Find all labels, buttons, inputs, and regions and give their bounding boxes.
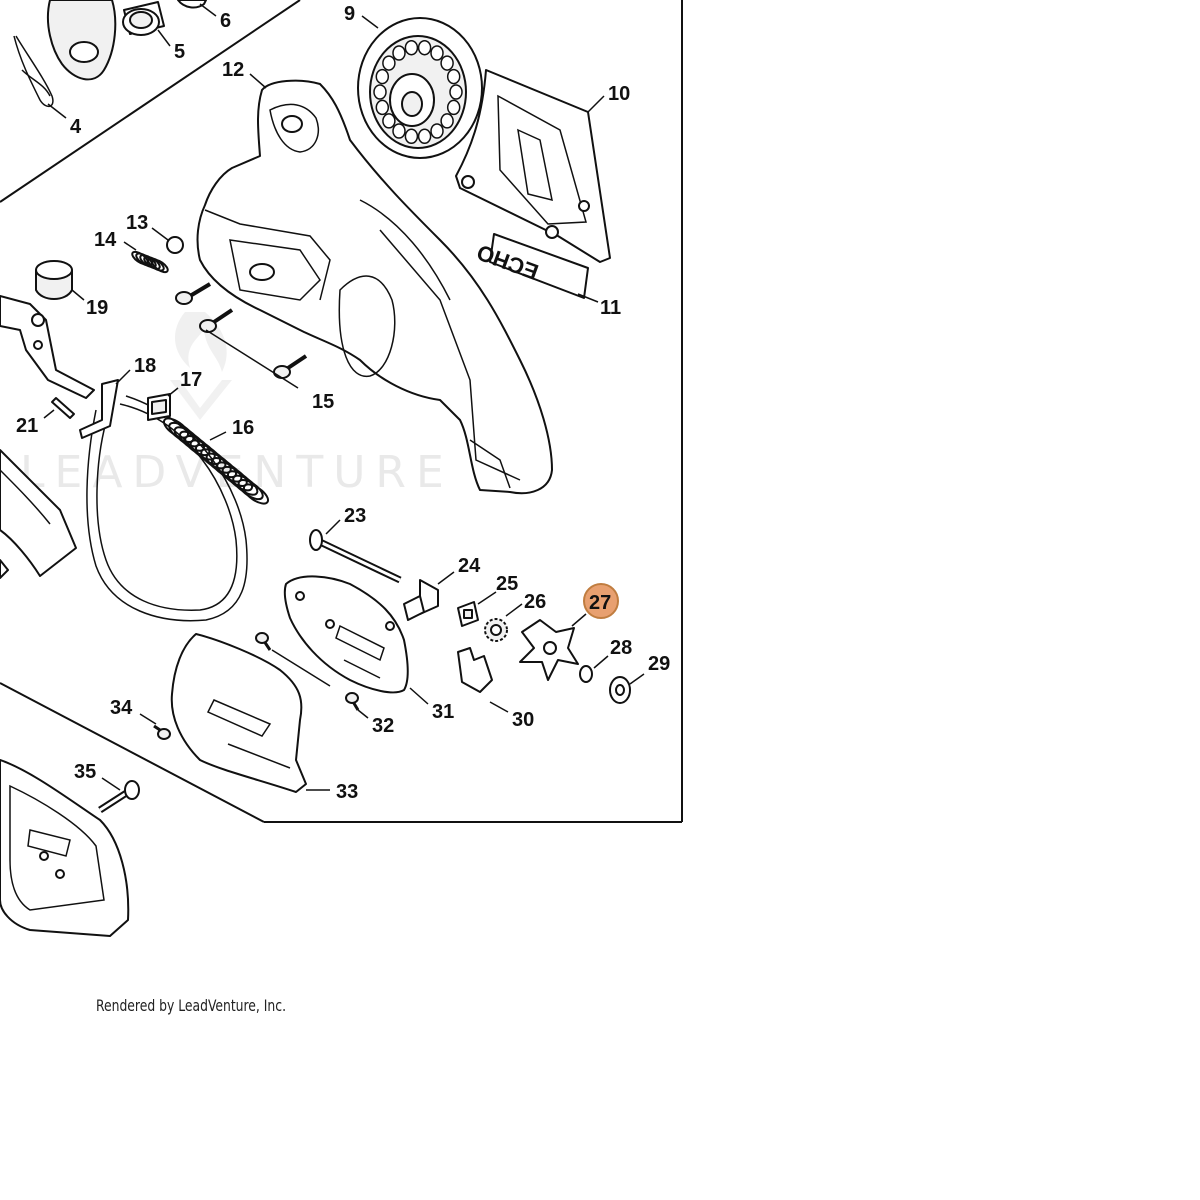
- sprocket-tooth: [417, 128, 432, 145]
- callout-27[interactable]: 27: [589, 592, 611, 614]
- callout-28[interactable]: 28: [610, 637, 632, 659]
- sprocket-tooth: [392, 123, 406, 139]
- part-14-spring[interactable]: [130, 250, 169, 275]
- sprocket-tooth: [375, 68, 390, 85]
- sprocket-tooth: [382, 113, 396, 129]
- spring-coil: [151, 258, 169, 274]
- part-19-bushing[interactable]: [35, 260, 73, 300]
- callout-34[interactable]: 34: [110, 697, 133, 719]
- callout-24[interactable]: 24: [458, 555, 481, 577]
- part-32-screw[interactable]: [255, 632, 360, 711]
- screw: [175, 282, 212, 305]
- sprocket-teeth: [373, 39, 463, 145]
- screw: [199, 308, 234, 333]
- sprocket-tooth: [446, 99, 461, 116]
- part-17-block[interactable]: [147, 393, 171, 421]
- lever-assembly[interactable]: [0, 295, 95, 399]
- credit-text: Rendered by LeadVenture, Inc.: [96, 996, 287, 1015]
- spring-coils: [131, 250, 169, 274]
- part-4-spring-clip[interactable]: [13, 35, 54, 108]
- callout-17[interactable]: 17: [180, 369, 202, 391]
- callout-14[interactable]: 14: [94, 229, 117, 251]
- callout-6[interactable]: 6: [220, 10, 231, 32]
- part-21-pin[interactable]: [51, 397, 75, 419]
- brake-handle-piece[interactable]: [0, 449, 77, 579]
- part-13-ball[interactable]: [166, 236, 184, 254]
- watermark-text: LEADVENTURE: [20, 447, 454, 498]
- sprocket-tooth: [430, 123, 444, 139]
- sprocket-tooth: [392, 45, 406, 61]
- diagram-frame: [0, 0, 683, 823]
- part-10-side-plate[interactable]: [455, 69, 611, 263]
- callout-10[interactable]: 10: [608, 83, 630, 105]
- spring-coil: [242, 483, 270, 505]
- screw: [273, 354, 308, 379]
- spring-coils: [162, 417, 270, 505]
- callout-4[interactable]: 4: [70, 116, 82, 138]
- part-15-screws[interactable]: [175, 282, 308, 379]
- leader-lines: [43, 3, 645, 791]
- sprocket-tooth: [449, 84, 463, 100]
- callout-35[interactable]: 35: [74, 761, 96, 783]
- part-16-spring[interactable]: [161, 415, 271, 507]
- part-24-tension-pin[interactable]: [403, 579, 439, 621]
- callout-19[interactable]: 19: [86, 297, 108, 319]
- sprocket-tooth: [430, 45, 444, 61]
- part-27-tension-knob[interactable]: [519, 619, 579, 681]
- sprocket-tooth: [446, 68, 461, 85]
- callout-15[interactable]: 15: [312, 391, 334, 413]
- sprocket-tooth: [375, 99, 390, 116]
- part-25-nut[interactable]: [457, 601, 479, 627]
- callout-labels: 4 5 6 9 10 11 12 13 14 15 16 17 18 19 21…: [16, 3, 670, 803]
- callout-33[interactable]: 33: [336, 781, 358, 803]
- callout-9[interactable]: 9: [344, 3, 355, 25]
- sprocket-tooth: [382, 55, 396, 71]
- sprocket-tooth: [417, 39, 432, 56]
- part-23-bolt[interactable]: [309, 529, 402, 584]
- callout-5[interactable]: 5: [174, 41, 185, 63]
- part-35-bolt[interactable]: [98, 780, 140, 813]
- sprocket-tooth: [440, 55, 454, 71]
- callout-31[interactable]: 31: [432, 701, 454, 723]
- part-6-washer[interactable]: [177, 0, 207, 9]
- sprocket-tooth: [440, 113, 454, 129]
- sprocket-tooth: [404, 128, 419, 145]
- callout-26[interactable]: 26: [524, 591, 546, 613]
- part-28-o-ring[interactable]: [579, 665, 593, 683]
- part-33-guard[interactable]: [170, 633, 307, 793]
- part-26-gear[interactable]: [484, 618, 508, 642]
- part-5-bushing[interactable]: [46, 0, 165, 81]
- part-12-housing[interactable]: [196, 79, 553, 495]
- part-9-sprocket[interactable]: [357, 17, 483, 159]
- callout-12[interactable]: 12: [222, 59, 244, 81]
- side-cover[interactable]: [0, 759, 130, 937]
- part-34-screw[interactable]: [153, 724, 171, 740]
- callout-30[interactable]: 30: [512, 709, 534, 731]
- callout-23[interactable]: 23: [344, 505, 366, 527]
- part-31-inner-plate[interactable]: [283, 575, 409, 694]
- callout-21[interactable]: 21: [16, 415, 38, 437]
- sprocket-tooth: [373, 84, 387, 100]
- sprocket-tooth: [404, 39, 419, 56]
- callout-16[interactable]: 16: [232, 417, 254, 439]
- callout-11[interactable]: 11: [600, 297, 621, 319]
- callout-29[interactable]: 29: [648, 653, 670, 675]
- part-29-washer[interactable]: [609, 676, 631, 704]
- part-30-plate[interactable]: [457, 647, 493, 693]
- callout-32[interactable]: 32: [372, 715, 394, 737]
- callout-25[interactable]: 25: [496, 573, 518, 595]
- callout-13[interactable]: 13: [126, 212, 148, 234]
- callout-18[interactable]: 18: [134, 355, 156, 377]
- highlight-marker: [583, 583, 619, 619]
